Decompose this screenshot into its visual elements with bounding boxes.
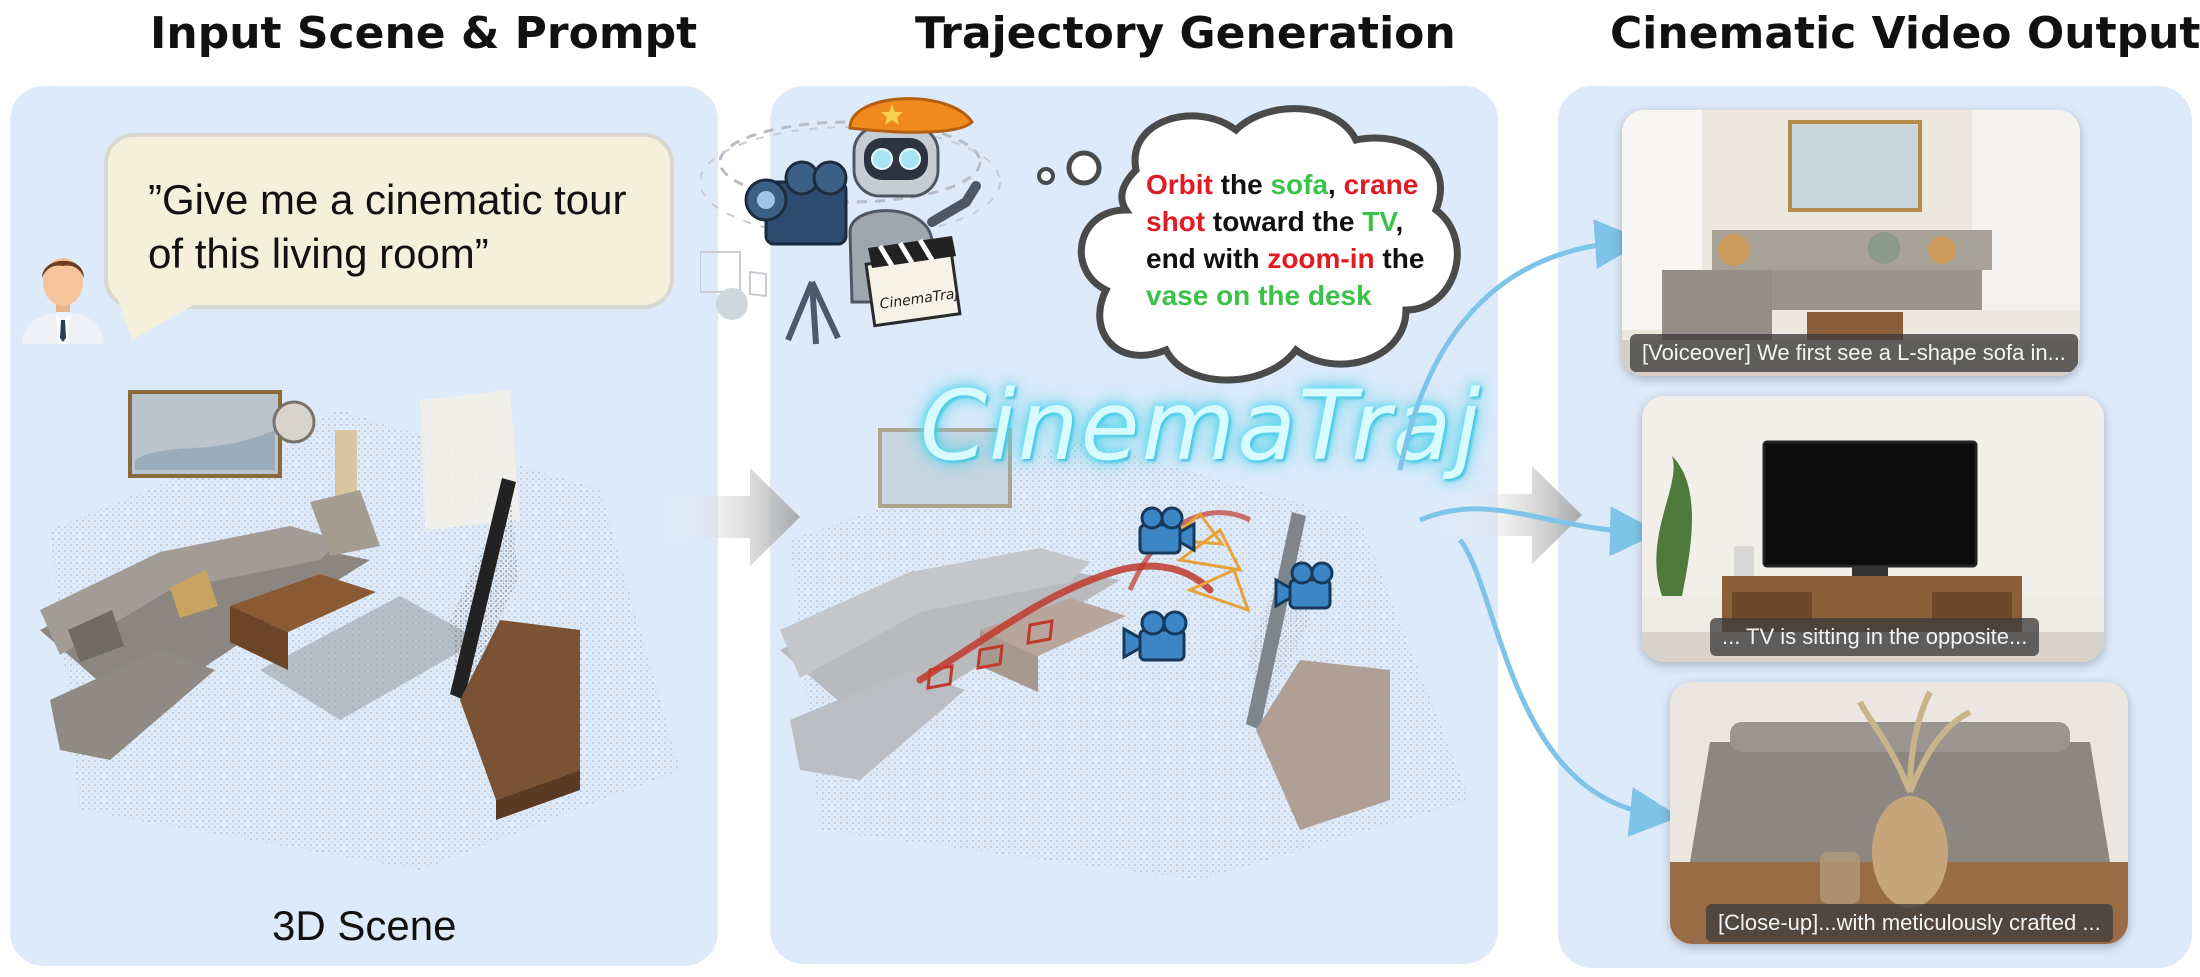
caption-frame-2: ... TV is sitting in the opposite... xyxy=(1710,618,2040,656)
frame-2-image xyxy=(1642,396,2104,662)
title-input: Input Scene & Prompt xyxy=(150,8,698,59)
prompt-bubble-tail xyxy=(118,300,202,340)
action-shot: shot xyxy=(1146,206,1206,237)
action-zoom-in: zoom-in xyxy=(1267,243,1375,274)
camera-icon-1 xyxy=(1138,506,1196,555)
user-avatar-icon xyxy=(22,258,104,344)
brand-logo: CinemaTraj xyxy=(920,370,1483,482)
frame-3-image xyxy=(1670,682,2128,944)
robot-cameraman-icon: CinemaTraj xyxy=(700,97,1001,345)
caption-frame-1: [Voiceover] We first see a L-shape sofa … xyxy=(1630,334,2078,372)
scene-label: 3D Scene xyxy=(272,902,457,949)
camera-icon-2 xyxy=(1274,561,1334,610)
flow-arrow-2 xyxy=(1442,466,1582,564)
action-orbit: Orbit xyxy=(1146,169,1213,200)
object-sofa: sofa xyxy=(1270,169,1329,200)
prompt-line-2: of this living room” xyxy=(148,230,489,277)
title-output: Cinematic Video Output xyxy=(1610,8,2200,59)
video-frame-2: ... TV is sitting in the opposite... xyxy=(1642,396,2104,662)
object-vase: vase on the desk xyxy=(1146,280,1372,311)
scene-with-trajectory xyxy=(780,428,1470,880)
flow-arrow-1 xyxy=(660,468,800,566)
video-frame-3: [Close-up]...with meticulously crafted .… xyxy=(1670,682,2128,944)
scene-3d-pointcloud xyxy=(40,390,680,870)
camera-icon-3 xyxy=(1122,610,1188,662)
action-crane: crane xyxy=(1343,169,1419,200)
prompt-bubble: ”Give me a cinematic tour of this living… xyxy=(104,133,674,309)
object-tv: TV xyxy=(1362,206,1396,237)
title-trajectory: Trajectory Generation xyxy=(915,8,1456,59)
output-arrows xyxy=(1397,220,1680,837)
video-frame-1: [Voiceover] We first see a L-shape sofa … xyxy=(1622,110,2080,376)
trajectory-instruction: Orbit the sofa, crane shot toward the TV… xyxy=(1146,169,1425,311)
thought-cloud xyxy=(1037,105,1461,384)
caption-frame-3: [Close-up]...with meticulously crafted .… xyxy=(1706,904,2113,942)
prompt-line-1: ”Give me a cinematic tour xyxy=(148,176,627,223)
